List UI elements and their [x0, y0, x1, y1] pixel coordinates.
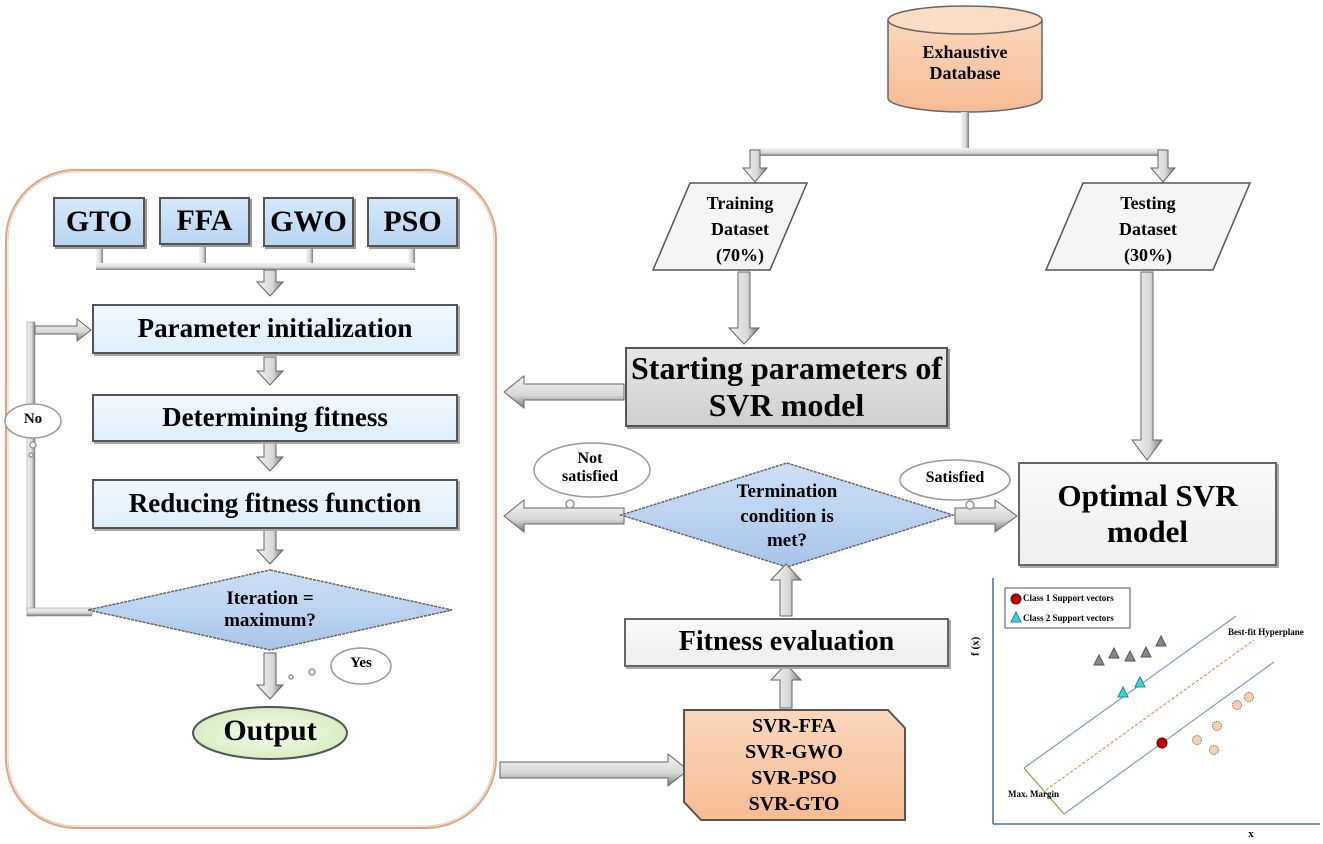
optimal-svr-model-box: Optimal SVR model [1018, 462, 1277, 566]
model-item: SVR-PSO [751, 767, 837, 789]
iteration-decision-label: Iteration = maximum? [180, 588, 360, 632]
class2-point [1155, 634, 1167, 647]
legend-class1-marker [1010, 593, 1022, 605]
legend-class2-marker [1010, 610, 1022, 623]
max-margin-marker [1023, 767, 1065, 815]
plot-legend-box [1004, 587, 1131, 629]
optimizer-panel [5, 169, 497, 829]
class2-point [1124, 649, 1136, 662]
database-split-connector [741, 112, 1177, 183]
class2-support-vector [1134, 675, 1146, 688]
class1-points [1192, 692, 1254, 755]
x-axis-label: x [1248, 828, 1254, 840]
down-arrow [727, 271, 761, 345]
testing-line: Testing [1120, 193, 1176, 213]
algorithm-gwo: GWO [263, 197, 354, 247]
starting-parameters-line: SVR model [708, 387, 865, 423]
yes-bubble [288, 647, 392, 685]
class2-points [1093, 634, 1167, 666]
no-label: No [23, 411, 43, 427]
termination-line: met? [766, 530, 808, 552]
step-determining-fitness: Determining fitness [92, 394, 458, 442]
fitness-evaluation-box: Fitness evaluation [624, 618, 949, 667]
training-dataset-label: Training Dataset (70%) [680, 190, 800, 268]
satisfied-bubble [899, 459, 1011, 510]
no-bubble [4, 403, 62, 458]
iteration-decision [87, 569, 453, 651]
not-satisfied-label: Not satisfied [550, 450, 630, 487]
starting-parameters-box: Starting parameters of SVR model [625, 347, 948, 427]
starting-parameters-line: Starting parameters of [630, 350, 943, 387]
algorithm-pso: PSO [367, 197, 458, 247]
termination-decision [618, 462, 956, 568]
right-arrow [499, 752, 689, 788]
not-satisfied-line: satisfied [562, 468, 618, 486]
not-satisfied-bubble [533, 442, 651, 509]
right-arrow [954, 499, 1018, 533]
class2-point [1093, 653, 1105, 666]
legend-class2-label: Class 2 Support vectors [1023, 613, 1114, 623]
model-item: SVR-GWO [745, 741, 843, 763]
algorithm-ffa: FFA [159, 197, 250, 245]
not-satisfied-line: Not [577, 450, 603, 467]
training-line: (70%) [716, 245, 764, 266]
algorithms-merge-connector [96, 245, 415, 270]
database-line: Exhaustive [922, 42, 1008, 62]
class1-support-vector [1156, 737, 1168, 749]
class2-point [1140, 645, 1152, 658]
testing-line: (30%) [1124, 245, 1172, 266]
hyperplane-line [1045, 639, 1255, 791]
testing-line: Dataset [1119, 219, 1177, 240]
up-arrow [769, 563, 803, 617]
testing-dataset-label: Testing Dataset (30%) [1088, 190, 1208, 268]
optimal-line: model [1107, 514, 1188, 549]
database-line: Database [929, 62, 1001, 83]
output-label: Output [223, 714, 317, 747]
training-line: Training [706, 193, 774, 213]
down-arrow [255, 269, 285, 700]
class1-point [1232, 700, 1242, 710]
model-item: SVR-GTO [748, 793, 840, 815]
margin-label: Max. Margin [1008, 789, 1059, 799]
training-dataset-shape [651, 182, 809, 271]
class1-point [1192, 735, 1202, 745]
no-loop-connector [26, 317, 93, 617]
step-parameter-initialization: Parameter initialization [92, 304, 458, 354]
model-item: SVR-FFA [751, 715, 837, 737]
y-axis-label: f (x) [969, 636, 982, 656]
hyperplane-label: Best-fit Hyperplane [1228, 627, 1304, 637]
upper-margin-line [1023, 615, 1237, 769]
up-arrow [769, 663, 803, 709]
left-arrow [503, 374, 625, 410]
svr-plot [992, 578, 1320, 825]
satisfied-label: Satisfied [925, 469, 985, 486]
down-arrow [1131, 271, 1163, 461]
decision-line: maximum? [224, 609, 316, 631]
lower-margin-line [1063, 661, 1275, 815]
hybrid-models-shape [683, 709, 906, 821]
class2-point [1108, 646, 1120, 659]
hybrid-models-list: SVR-FFA SVR-GWO SVR-PSO SVR-GTO [684, 713, 904, 817]
database-label: Exhaustive Database [888, 42, 1042, 83]
step-reducing-fitness-function: Reducing fitness function [92, 479, 458, 529]
algorithm-gto: GTO [53, 197, 145, 247]
termination-line: Termination [736, 481, 838, 502]
yes-label: Yes [350, 655, 372, 671]
class1-point [1244, 692, 1254, 702]
output-terminal [192, 706, 348, 760]
optimal-line: Optimal SVR [1057, 478, 1238, 514]
decision-line: Iteration = [226, 588, 314, 609]
legend-class1-label: Class 1 Support vectors [1023, 593, 1114, 603]
class1-point [1209, 745, 1219, 755]
termination-line: condition is [740, 505, 834, 527]
class2-support-vector [1117, 685, 1129, 698]
training-line: Dataset [711, 219, 769, 240]
termination-label: Termination condition is met? [697, 480, 877, 554]
class1-point [1212, 721, 1222, 731]
left-arrow [503, 498, 625, 534]
testing-dataset-shape [1044, 182, 1252, 271]
